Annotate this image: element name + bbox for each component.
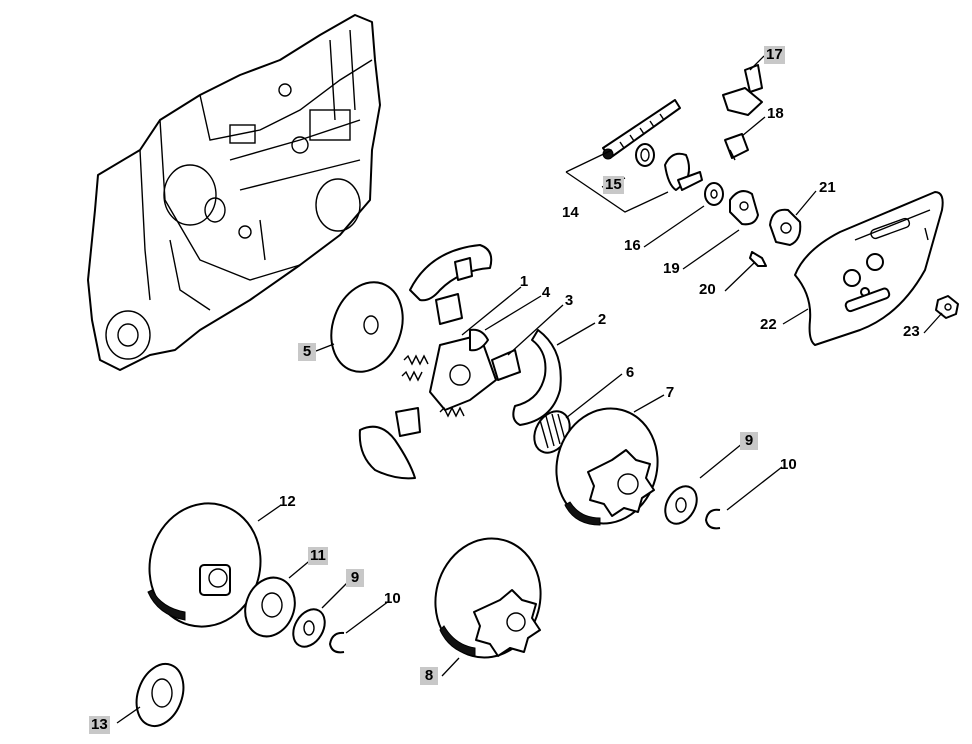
callout-10-lower: 10 (384, 590, 401, 607)
clutch-drum-part-12 (147, 502, 262, 628)
callout-18: 18 (767, 105, 784, 122)
clutch-drum-part-8 (434, 537, 542, 659)
callout-13: 13 (89, 716, 110, 734)
e-clip-part-10-lower (329, 631, 345, 654)
callout-6: 6 (625, 364, 635, 381)
callout-2: 2 (597, 311, 607, 328)
screw-part-20 (749, 251, 767, 267)
callout-5: 5 (298, 343, 316, 361)
callout-22: 22 (760, 316, 777, 333)
spur-sprocket-part-13 (135, 663, 185, 727)
clutch-washer-part-5 (330, 281, 404, 373)
clutch-shoes (358, 244, 562, 480)
part-19 (729, 190, 759, 226)
callout-20: 20 (699, 281, 716, 298)
e-clip-part-10-upper (705, 508, 721, 530)
callout-23: 23 (903, 323, 920, 340)
callout-17: 17 (764, 46, 785, 64)
sprocket-cover-part-22 (794, 191, 944, 346)
clutch-hub (429, 328, 497, 411)
callout-16: 16 (624, 237, 641, 254)
callout-12: 12 (279, 493, 296, 510)
callout-7: 7 (665, 384, 675, 401)
part-17 (722, 64, 763, 116)
rim-sprocket-part-11 (244, 576, 296, 638)
callout-19: 19 (663, 260, 680, 277)
callout-11: 11 (308, 547, 328, 565)
nut-part-23 (935, 295, 959, 319)
callout-21: 21 (819, 179, 836, 196)
callout-1: 1 (519, 273, 529, 290)
clutch-springs (401, 354, 465, 418)
washer-part-16 (704, 182, 724, 206)
callout-9-upper: 9 (740, 432, 758, 450)
leader-lines (116, 55, 943, 724)
part-18 (724, 133, 749, 161)
worm-shaft-part-14 (602, 99, 703, 191)
callout-15: 15 (603, 176, 624, 194)
callout-9-lower: 9 (346, 569, 364, 587)
washer-part-9-lower (292, 608, 326, 648)
clutch-drum-part-7 (555, 407, 659, 526)
callout-14: 14 (562, 204, 579, 221)
callout-10-upper: 10 (780, 456, 797, 473)
needle-cage-part-6 (533, 410, 571, 454)
callout-4: 4 (541, 284, 551, 301)
washer-part-9-upper (664, 485, 698, 525)
crankcase-housing (87, 14, 381, 371)
part-21 (769, 208, 802, 246)
o-ring-part-15 (635, 143, 655, 167)
callout-8: 8 (420, 667, 438, 685)
callout-3: 3 (564, 292, 574, 309)
